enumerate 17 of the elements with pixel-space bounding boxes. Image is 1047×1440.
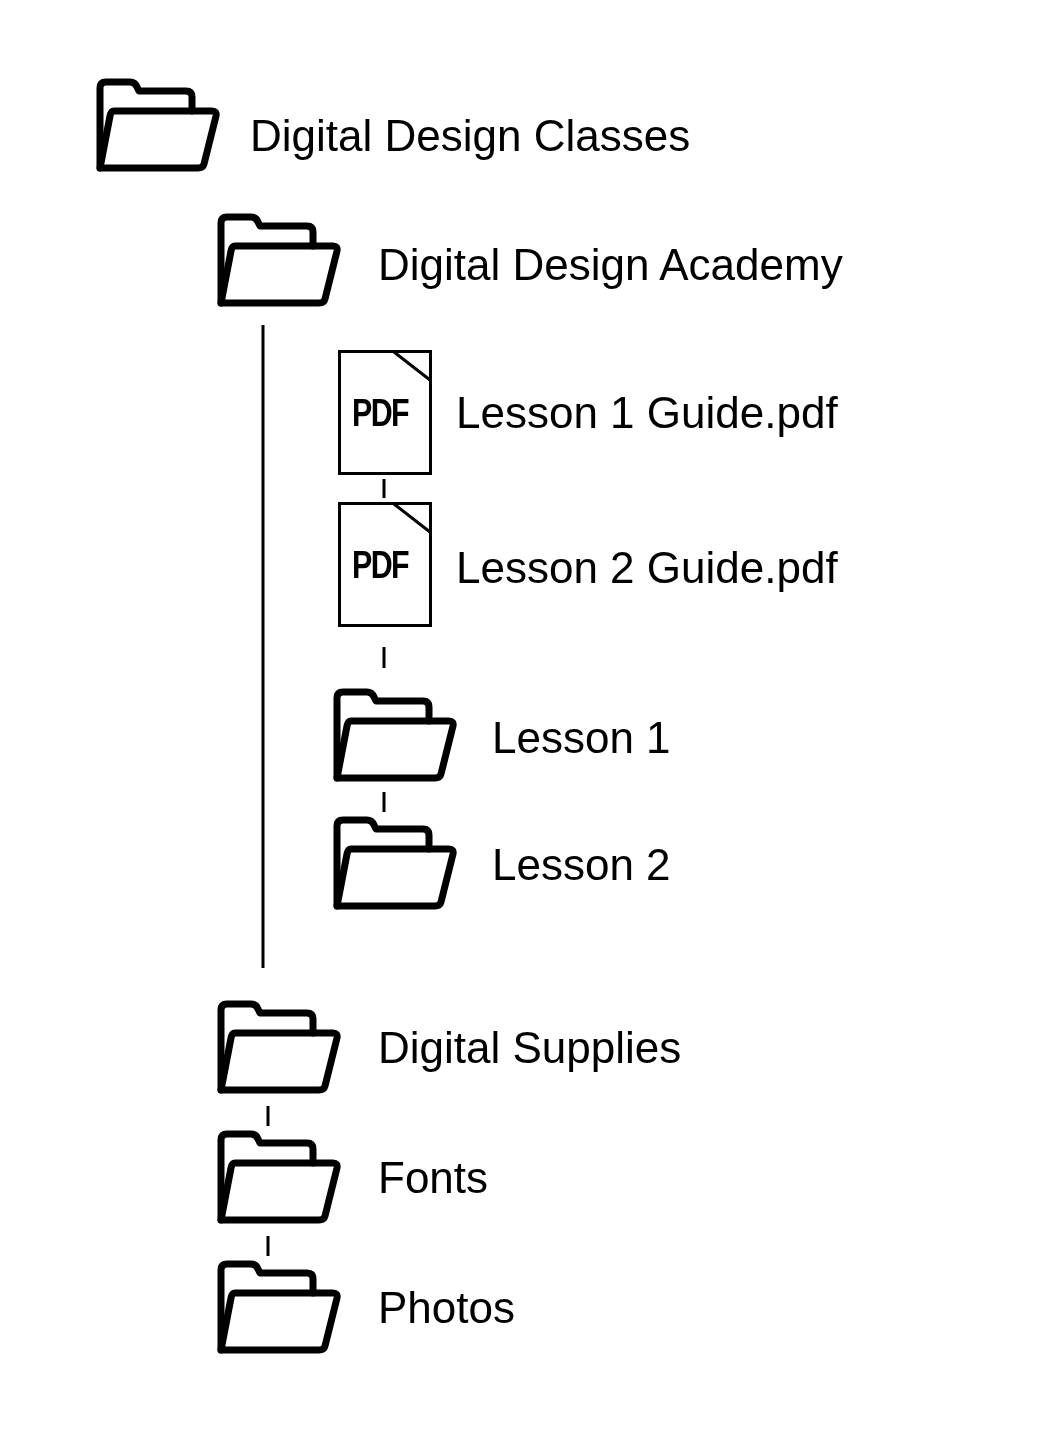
connector-line [266,1106,270,1126]
connector-line [382,479,386,498]
connector-line [382,792,386,812]
connector-line [382,647,386,668]
folder-name: Digital Design Academy [378,243,843,287]
file-type-label: PDF [352,394,408,432]
folder-name: Digital Design Classes [250,114,691,158]
folder-name: Photos [378,1286,515,1330]
file-name: Lesson 2 Guide.pdf [456,546,838,590]
folder-name: Lesson 1 [492,716,671,760]
folder-name: Digital Supplies [378,1026,682,1070]
connector-line [261,325,265,968]
connector-line [266,1236,270,1256]
file-type-label: PDF [352,546,408,584]
folder-name: Lesson 2 [492,843,671,887]
file-name: Lesson 1 Guide.pdf [456,391,838,435]
folder-name: Fonts [378,1156,489,1200]
